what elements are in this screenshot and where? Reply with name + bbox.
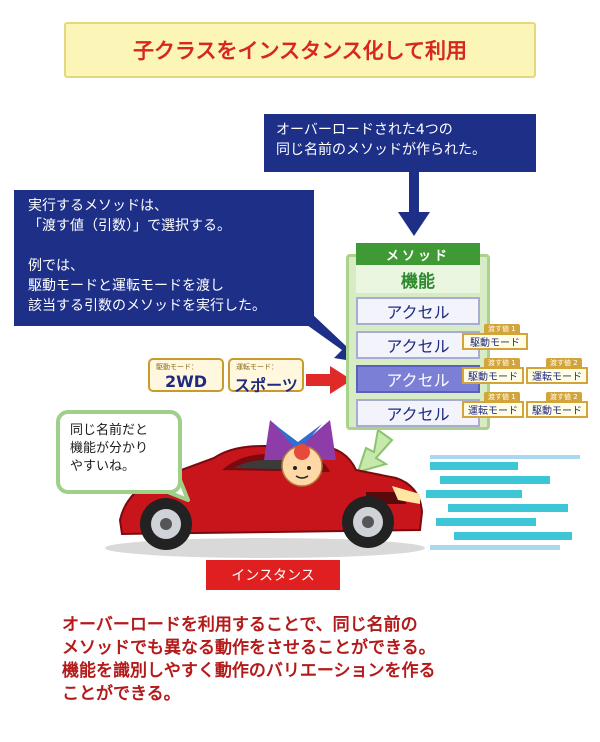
overload-note: オーバーロードされた4つの 同じ名前のメソッドが作られた。 bbox=[264, 114, 536, 172]
footer-line: ことができる。 bbox=[62, 684, 181, 704]
selection-note-line: 駆動モードと運転モードを渡し bbox=[28, 278, 224, 294]
input-label: 運転モード： bbox=[236, 363, 278, 371]
speed-lines-icon bbox=[426, 462, 572, 540]
speech-line: 同じ名前だと bbox=[70, 423, 149, 438]
method-function-name: 機能 bbox=[356, 265, 480, 293]
overload-note-line: オーバーロードされた4つの bbox=[276, 122, 453, 138]
footer-line: オーバーロードを利用することで、同じ名前の bbox=[62, 615, 418, 635]
character-icon bbox=[264, 420, 336, 487]
arg-value: 駆動モード bbox=[462, 333, 528, 350]
overload-args: 渡す値 1 駆動モード 渡す値 2 運転モード bbox=[462, 358, 590, 386]
green-arrow-icon bbox=[356, 428, 394, 474]
diagonal-arrow-icon bbox=[300, 312, 358, 362]
footer-text: オーバーロードを利用することで、同じ名前の メソッドでも異なる動作をさせることが… bbox=[62, 614, 562, 706]
method-row: アクセル bbox=[356, 399, 480, 427]
arg-label: 渡す値 2 bbox=[546, 358, 582, 368]
page-title-text: 子クラスをインスタンス化して利用 bbox=[132, 39, 468, 63]
down-arrow-icon bbox=[398, 172, 430, 236]
footer-line: メソッドでも異なる動作をさせることができる。 bbox=[62, 638, 436, 658]
speech-line: やすいね。 bbox=[70, 459, 136, 474]
method-row: アクセル bbox=[356, 331, 480, 359]
selection-note-line: 該当する引数のメソッドを実行した。 bbox=[28, 298, 266, 314]
selection-note-line: 実行するメソッドは、 bbox=[28, 198, 168, 214]
speech-bubble: 同じ名前だと 機能が分かり やすいね。 bbox=[56, 410, 182, 494]
arg-label: 渡す値 2 bbox=[546, 392, 582, 402]
selection-note-line: 「渡す値（引数）」で選択する。 bbox=[28, 218, 231, 234]
arg-label: 渡す値 1 bbox=[484, 358, 520, 368]
selection-note-line: 例では、 bbox=[28, 258, 84, 274]
selection-note: 実行するメソッドは、 「渡す値（引数）」で選択する。 例では、 駆動モードと運転… bbox=[14, 190, 314, 326]
arg-value: 駆動モード bbox=[462, 367, 524, 384]
method-row: アクセル bbox=[356, 297, 480, 325]
arg-value: 運転モード bbox=[526, 367, 588, 384]
car-icon bbox=[105, 445, 425, 558]
arg-value: 運転モード bbox=[462, 401, 524, 418]
overload-args: 渡す値 1 運転モード 渡す値 2 駆動モード bbox=[462, 392, 590, 420]
speech-line: 機能が分かり bbox=[70, 441, 149, 456]
method-row-selected: アクセル bbox=[356, 365, 480, 393]
overload-args: 渡す値 1 駆動モード bbox=[462, 324, 530, 352]
input-value: スポーツ bbox=[234, 376, 298, 395]
arg-label: 渡す値 1 bbox=[484, 324, 520, 334]
page-title: 子クラスをインスタンス化して利用 bbox=[64, 22, 536, 78]
input-label: 駆動モード： bbox=[156, 363, 198, 371]
input-arrow-icon bbox=[306, 366, 352, 394]
overload-note-line: 同じ名前のメソッドが作られた。 bbox=[276, 142, 486, 158]
footer-line: 機能を識別しやすく動作のバリエーションを作る bbox=[62, 661, 436, 681]
instance-label: インスタンス bbox=[206, 560, 340, 590]
arg-label: 渡す値 1 bbox=[484, 392, 520, 402]
arg-value: 駆動モード bbox=[526, 401, 588, 418]
method-header: メソッド bbox=[356, 243, 480, 265]
input-driving-mode: 運転モード： スポーツ bbox=[228, 358, 304, 395]
input-drive-mode: 駆動モード： 2WD bbox=[148, 358, 224, 392]
input-value: 2WD bbox=[164, 372, 208, 391]
speed-lines-light-icon bbox=[430, 455, 580, 550]
